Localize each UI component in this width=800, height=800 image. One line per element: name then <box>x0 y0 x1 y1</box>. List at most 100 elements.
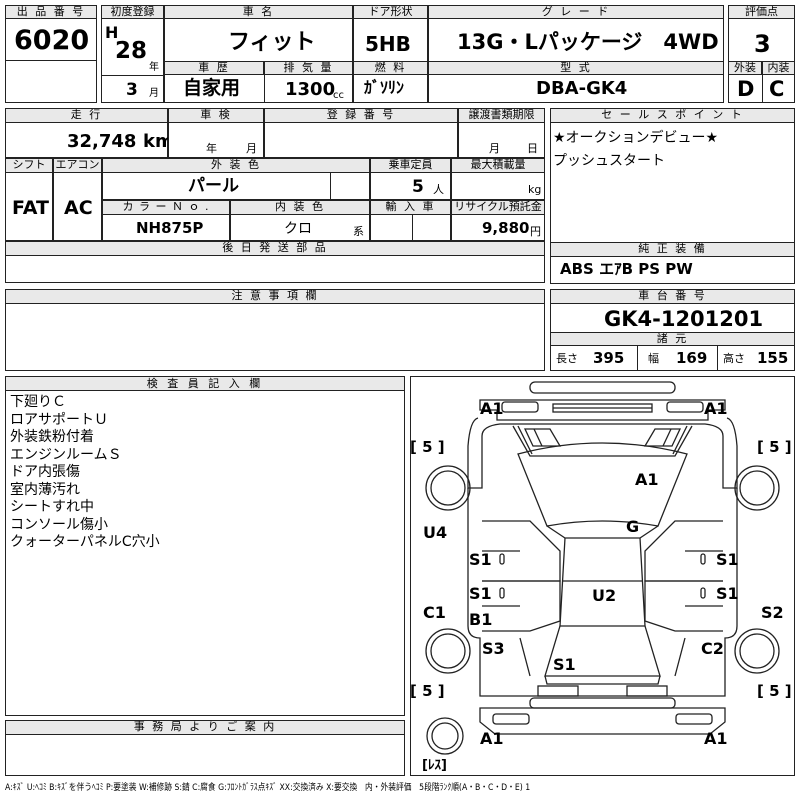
registration-year: 28 <box>115 38 148 64</box>
damage-mark-roof: U2 <box>592 586 617 605</box>
damage-mark-windshield: G <box>626 517 640 536</box>
length: 395 <box>593 349 625 367</box>
sales-point-label: セ ー ル ス ポ イ ン ト <box>550 108 795 123</box>
first-registration-label: 初度登録 <box>101 5 164 19</box>
capacity: 5 <box>412 177 424 197</box>
width: 169 <box>676 349 708 367</box>
inspection-year-unit: 年 <box>206 142 217 155</box>
inspector-line: 室内薄汚れ <box>10 481 80 498</box>
overall-score: 3 <box>754 30 771 58</box>
damage-mark-right-rear: C2 <box>701 639 724 658</box>
damage-mark-right-rear-door: S1 <box>716 584 739 603</box>
inspector-box: 検 査 員 記 入 欄 下廻りＣ ロアサポートＵ 外装鉄粉付着 エンジンルームＳ… <box>5 376 405 716</box>
vehicle-history: 自家用 <box>183 77 241 99</box>
tire-rear-right: [ 5 ] <box>757 682 792 700</box>
damage-mark-left-front-door: S1 <box>469 550 492 569</box>
interior-color-label: 内 装 色 <box>230 200 370 215</box>
displacement: 1300 <box>285 79 336 100</box>
registration-month: 3 <box>126 80 138 100</box>
interior-label: 内装 <box>762 61 795 75</box>
car-name: フィット <box>228 30 316 55</box>
inspection-month-unit: 月 <box>246 142 257 155</box>
inspection-label: 車 検 <box>168 108 264 123</box>
history-label: 車 歴 <box>164 61 264 75</box>
specs-label: 諸 元 <box>550 332 795 346</box>
damage-mark-left-fender: U4 <box>423 523 448 542</box>
damage-mark-right-front-door: S1 <box>716 550 739 569</box>
damage-mark-rear-left: A1 <box>480 729 504 748</box>
mileage-unit: km <box>143 131 174 152</box>
year-unit: 年 <box>149 62 159 73</box>
shift: FAT <box>12 197 49 219</box>
inspector-line: 下廻りＣ <box>10 394 66 410</box>
lot-number-label: 出 品 番 号 <box>5 5 97 19</box>
max-load-label: 最大積載量 <box>451 158 545 173</box>
damage-mark-left-rear-door: S1 <box>469 584 492 603</box>
exterior-color: パール <box>188 176 239 196</box>
tire-rear-left: [ 5 ] <box>410 682 445 700</box>
mileage-label: 走 行 <box>5 108 168 123</box>
inspector-line: シートすれ中 <box>10 499 94 515</box>
import-label: 輸 入 車 <box>370 200 451 215</box>
sales-point-box <box>550 108 795 243</box>
door-box <box>353 5 428 103</box>
grade: 13G・Lパッケージ 4WD <box>457 30 719 54</box>
damage-mark-hood: A1 <box>635 470 659 489</box>
damage-mark-left-rear: S3 <box>482 639 505 658</box>
lot-number-box <box>5 5 97 103</box>
interior-grade: C <box>769 77 785 101</box>
sales-point-line: プッシュスタート <box>553 153 665 169</box>
damage-mark-left-rear-door-lower: B1 <box>469 610 493 629</box>
chassis-number-label: 車 台 番 号 <box>550 289 795 304</box>
model: DBA-GK4 <box>536 78 628 99</box>
inspector-notes: 下廻りＣ ロアサポートＵ 外装鉄粉付着 エンジンルームＳ ドア内張傷 室内薄汚れ… <box>10 394 160 552</box>
height: 155 <box>757 349 789 367</box>
recycle-fee-unit: 円 <box>530 225 541 238</box>
damage-mark-rear-right: A1 <box>704 729 728 748</box>
exterior-label: 外装 <box>728 61 762 75</box>
equipment: ABS エｱB PS PW <box>560 260 693 278</box>
inspector-line: コンソール傷小 <box>10 516 108 533</box>
grade-box <box>428 5 724 103</box>
transfer-deadline-label: 譲渡書類期限 <box>458 108 545 123</box>
door-label: ドア形状 <box>353 5 428 19</box>
car-diagram <box>425 381 780 755</box>
length-label: 長さ <box>556 352 578 365</box>
tire-front-right: [ 5 ] <box>757 438 792 456</box>
damage-mark-front-left: A1 <box>480 399 504 418</box>
tire-front-left: [ 5 ] <box>410 438 445 456</box>
exterior-color-label: 外 装 色 <box>102 158 370 173</box>
displacement-unit: cc <box>333 90 344 101</box>
damage-mark-right-quarter: S2 <box>761 603 784 622</box>
mileage: 32,748 <box>67 131 137 152</box>
capacity-unit: 人 <box>433 183 444 196</box>
inspector-line: ロアサポートＵ <box>10 411 108 428</box>
spare-tire: [ﾚｽ] <box>422 758 447 773</box>
inspector-line: 外装鉄粉付着 <box>10 429 94 445</box>
width-label: 幅 <box>648 352 659 365</box>
legend: A:ｷｽﾞ U:ﾍｺﾐ B:ｷｽﾞを伴うﾍｺﾐ P:要塗装 W:補修跡 S:錆 … <box>5 783 531 793</box>
transfer-day-unit: 日 <box>527 142 538 155</box>
recycle-fee-label: リサイクル預託金 <box>451 200 545 215</box>
lot-number: 6020 <box>14 25 90 56</box>
fuel: ｶﾞｿﾘﾝ <box>364 78 405 97</box>
damage-mark-rear-glass: S1 <box>553 655 576 674</box>
model-label: 型 式 <box>428 61 724 75</box>
score-box <box>728 5 795 103</box>
score-label: 評価点 <box>728 5 795 19</box>
color-number: NH875P <box>136 219 204 237</box>
color-number-label: カ ラ ー Ｎ ｏ . <box>102 200 230 215</box>
month-unit: 月 <box>149 88 159 99</box>
first-registration-box <box>101 5 164 103</box>
car-name-label: 車 名 <box>164 5 353 19</box>
interior-color: クロ <box>284 221 312 237</box>
inspector-label: 検 査 員 記 入 欄 <box>6 377 404 391</box>
height-label: 高さ <box>723 352 745 365</box>
transfer-month-unit: 月 <box>489 142 500 155</box>
notes-label: 注 意 事 項 欄 <box>5 289 545 304</box>
damage-mark-front-right: A1 <box>704 399 728 418</box>
chassis-number: GK4-1201201 <box>604 307 764 331</box>
max-load-unit: kg <box>528 183 542 196</box>
capacity-label: 乗車定員 <box>370 158 451 173</box>
shift-label: シフト <box>5 158 53 173</box>
